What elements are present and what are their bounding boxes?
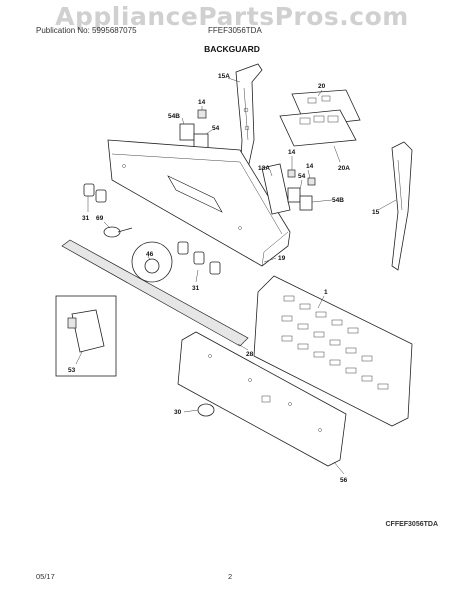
switch-group-upper — [179, 109, 209, 151]
rear-panel-1 — [253, 275, 413, 427]
footer-date: 05/17 — [36, 572, 55, 581]
switch-group-right — [261, 163, 316, 215]
callout-14-upper: 14 — [198, 99, 206, 106]
callout-69: 69 — [96, 215, 104, 222]
control-board-20 — [279, 89, 361, 147]
leader-lines — [75, 77, 397, 475]
callout-14-right: 14 — [306, 163, 314, 170]
callout-54b-right: 54B — [332, 197, 344, 204]
knobs-31-left — [83, 183, 107, 203]
callout-30: 30 — [174, 409, 182, 416]
callout-14-mid: 14 — [288, 149, 296, 156]
knobs-31-right — [177, 241, 221, 275]
back-plate-56 — [177, 331, 347, 467]
backguard-panel — [107, 139, 291, 267]
callout-20: 20 — [318, 83, 326, 90]
inset-53 — [55, 295, 117, 377]
trim-28 — [61, 239, 249, 347]
publication-number: Publication No: 5995687075 — [36, 26, 137, 35]
callout-15: 15 — [372, 209, 380, 216]
watermark: AppliancePartsPros.com — [55, 2, 409, 31]
knob-46 — [131, 241, 173, 283]
callout-1: 1 — [324, 289, 328, 296]
callout-54-right: 54 — [298, 173, 306, 180]
callout-31-left: 31 — [82, 215, 90, 222]
page-title: BACKGUARD — [204, 44, 260, 54]
callout-46: 46 — [146, 251, 154, 258]
callout-13a: 13A — [258, 165, 270, 172]
bracket-15 — [391, 141, 413, 271]
callout-31-right: 31 — [192, 285, 200, 292]
callout-20a: 20A — [338, 165, 350, 172]
callout-28: 28 — [246, 351, 254, 358]
callout-53: 53 — [68, 367, 76, 374]
model-number: FFEF3056TDA — [208, 26, 262, 35]
page-number: 2 — [228, 572, 233, 581]
callout-19: 19 — [278, 255, 286, 262]
callout-56: 56 — [340, 477, 348, 484]
callout-15a: 15A — [218, 73, 230, 80]
screw-69 — [103, 226, 133, 238]
grommet-30 — [197, 403, 215, 417]
diagram-code: CFFEF3056TDA — [385, 521, 438, 528]
bracket-15a — [235, 63, 263, 179]
callout-54b-upper: 54B — [168, 113, 180, 120]
callout-54-upper: 54 — [212, 125, 220, 132]
